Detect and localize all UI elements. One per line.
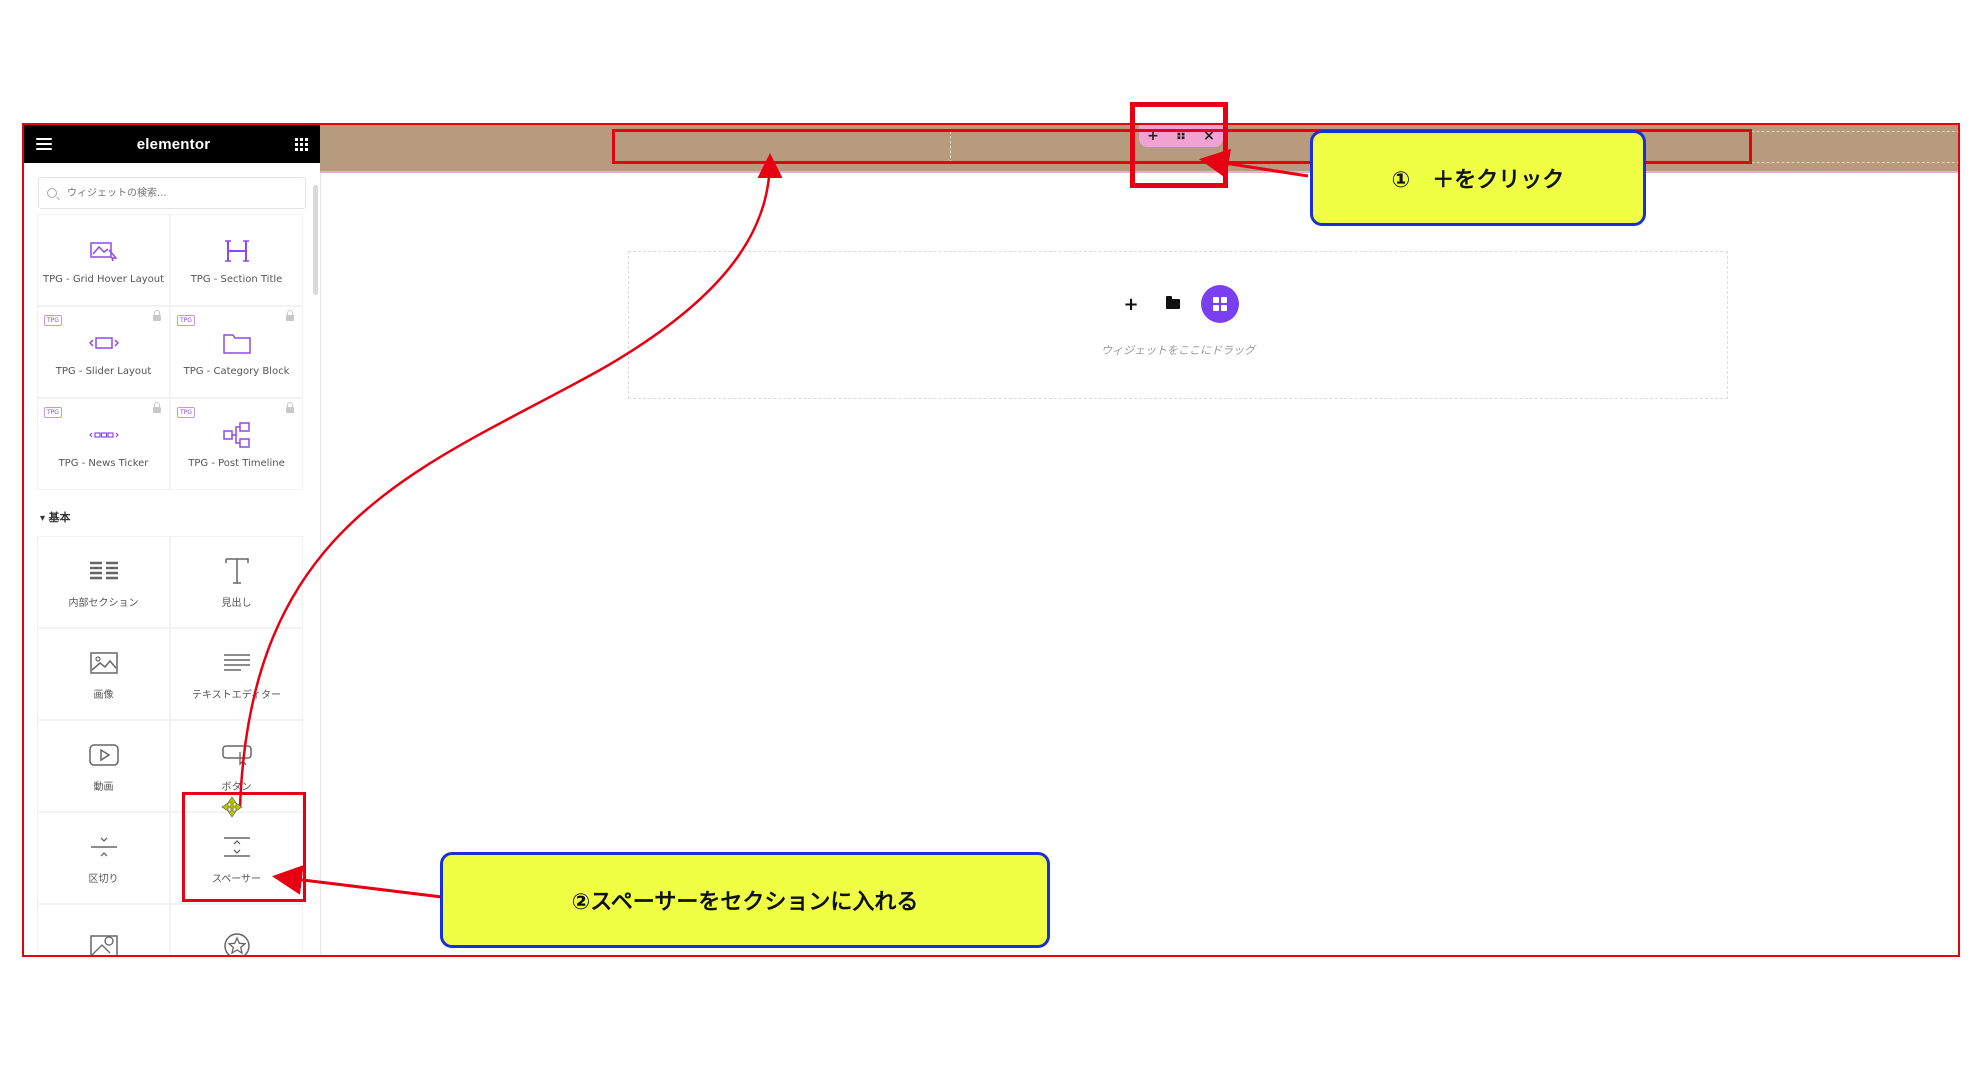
basic-widget-grid: 内部セクション 見出し 画像 テキストエディター bbox=[38, 537, 302, 955]
widget-label: TPG - Slider Layout bbox=[55, 365, 152, 377]
divider-icon bbox=[87, 832, 121, 862]
widget-text-editor[interactable]: テキストエディター bbox=[171, 629, 302, 719]
spacer-icon bbox=[220, 832, 254, 862]
lock-icon bbox=[286, 310, 294, 321]
plus-highlight-box bbox=[1130, 102, 1228, 188]
widget-section-title[interactable]: TPG - Section Title bbox=[171, 215, 302, 305]
timeline-icon bbox=[220, 420, 254, 450]
heading-icon bbox=[220, 556, 254, 586]
widget-label: 内部セクション bbox=[68, 597, 139, 609]
widget-label: 動画 bbox=[93, 781, 114, 793]
category-basic-toggle[interactable]: 基本 bbox=[40, 509, 71, 525]
section-highlight-box bbox=[612, 129, 1752, 164]
section-title-icon bbox=[220, 236, 254, 266]
widget-label: テキストエディター bbox=[192, 689, 281, 701]
drag-cursor-icon bbox=[221, 796, 243, 818]
widget-label: TPG - Post Timeline bbox=[188, 457, 285, 469]
widget-grid-hover-layout[interactable]: TPG - Grid Hover Layout bbox=[38, 215, 169, 305]
widget-panel: elementor TPG - Grid Hover Layout TP bbox=[24, 125, 321, 955]
elementor-logo: elementor bbox=[136, 135, 211, 153]
callout-step-1: ① ＋をクリック bbox=[1310, 130, 1646, 226]
widget-heading[interactable]: 見出し bbox=[171, 537, 302, 627]
lock-icon bbox=[153, 310, 161, 321]
widget-icon[interactable] bbox=[171, 905, 302, 955]
widget-label: 区切り bbox=[88, 873, 119, 885]
widget-drop-zone[interactable]: + ウィジェットをここにドラッグ bbox=[628, 251, 1728, 399]
search-icon bbox=[47, 188, 57, 198]
editor-frame: elementor TPG - Grid Hover Layout TP bbox=[22, 123, 1960, 957]
widget-image[interactable]: 画像 bbox=[38, 629, 169, 719]
widgets-grid-icon[interactable] bbox=[295, 137, 308, 151]
map-icon bbox=[87, 931, 121, 955]
add-new-section-button[interactable]: + bbox=[1117, 290, 1145, 318]
widget-label: スペーサー bbox=[211, 873, 262, 885]
elementskit-icon bbox=[1213, 297, 1227, 311]
tpg-badge: TPG bbox=[177, 315, 195, 326]
tpg-badge: TPG bbox=[177, 407, 195, 418]
slider-icon bbox=[87, 328, 121, 358]
template-library-button[interactable] bbox=[1159, 290, 1187, 318]
panel-header: elementor bbox=[24, 125, 320, 163]
widget-label: ボタン bbox=[221, 781, 252, 793]
widget-divider[interactable]: 区切り bbox=[38, 813, 169, 903]
add-section-button[interactable]: + bbox=[1147, 128, 1159, 144]
widget-news-ticker[interactable]: TPG TPG - News Ticker bbox=[38, 399, 169, 489]
search-input[interactable] bbox=[65, 186, 269, 200]
widget-label: TPG - Category Block bbox=[183, 365, 290, 377]
image-icon bbox=[87, 648, 121, 678]
tpg-badge: TPG bbox=[44, 315, 62, 326]
lock-icon bbox=[153, 402, 161, 413]
delete-section-button[interactable]: × bbox=[1203, 128, 1215, 144]
drop-zone-hint: ウィジェットをここにドラッグ bbox=[1101, 344, 1255, 357]
widget-video[interactable]: 動画 bbox=[38, 721, 169, 811]
widget-label: TPG - News Ticker bbox=[58, 457, 149, 469]
move-section-handle[interactable]: ⠿ bbox=[1175, 128, 1187, 144]
spacer-highlight-box bbox=[182, 792, 306, 902]
widget-label: 見出し bbox=[221, 597, 252, 609]
widget-label: TPG - Section Title bbox=[190, 273, 283, 285]
ticker-icon bbox=[87, 420, 121, 450]
video-icon bbox=[87, 740, 121, 770]
widget-google-maps[interactable] bbox=[38, 905, 169, 955]
panel-scrollbar[interactable] bbox=[313, 185, 318, 295]
star-icon bbox=[220, 931, 254, 955]
tpg-widget-grid: TPG - Grid Hover Layout TPG - Section Ti… bbox=[38, 215, 302, 489]
grid-hover-icon bbox=[87, 236, 121, 266]
folder-icon bbox=[1166, 296, 1180, 309]
widget-inner-section[interactable]: 内部セクション bbox=[38, 537, 169, 627]
drop-zone-buttons: + bbox=[629, 285, 1727, 323]
lock-icon bbox=[286, 402, 294, 413]
widget-label: TPG - Grid Hover Layout bbox=[42, 273, 164, 285]
elementskit-button[interactable] bbox=[1201, 285, 1239, 323]
inner-section-icon bbox=[87, 556, 121, 586]
widget-post-timeline[interactable]: TPG TPG - Post Timeline bbox=[171, 399, 302, 489]
widget-label: 画像 bbox=[93, 689, 114, 701]
text-editor-icon bbox=[220, 648, 254, 678]
menu-icon[interactable] bbox=[36, 138, 52, 150]
widget-search[interactable] bbox=[38, 177, 306, 209]
tpg-badge: TPG bbox=[44, 407, 62, 418]
folder-icon bbox=[220, 328, 254, 358]
callout-step-2: ②スペーサーをセクションに入れる bbox=[440, 852, 1050, 948]
widget-slider-layout[interactable]: TPG TPG - Slider Layout bbox=[38, 307, 169, 397]
widget-category-block[interactable]: TPG TPG - Category Block bbox=[171, 307, 302, 397]
widget-button[interactable]: ボタン bbox=[171, 721, 302, 811]
